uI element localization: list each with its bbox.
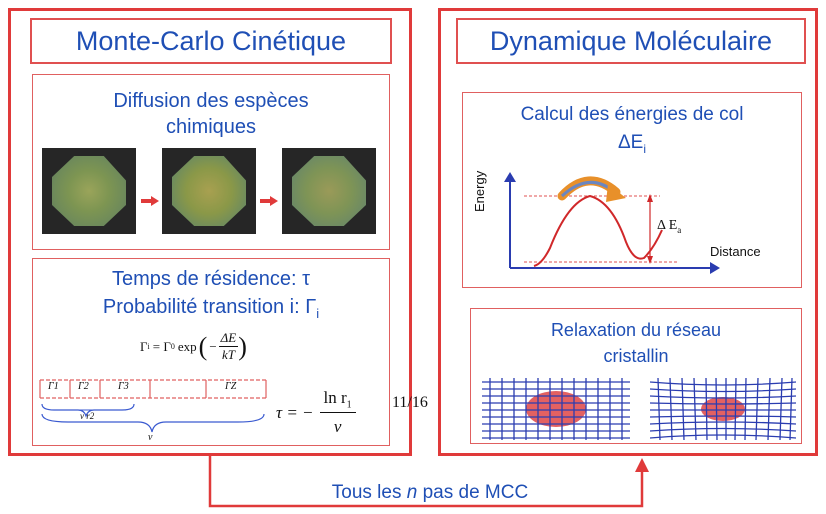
residence-box	[32, 258, 390, 446]
bar-cell-1: Γ1	[48, 381, 59, 392]
page-number: 11/16	[392, 394, 428, 411]
residence-time-label: Temps de résidence: τ	[112, 268, 310, 290]
diffusion-label: Diffusion des espèces chimiques	[113, 90, 309, 138]
tau-formula: τ = − ln r1 ν	[276, 388, 356, 437]
lattice-after	[650, 378, 796, 440]
bar-cell-3: Γ3	[118, 381, 129, 392]
energy-diagram	[504, 172, 720, 274]
loop-label: Tous les n pas de MCC	[331, 482, 529, 503]
barrier-label: Δ Ea	[657, 218, 682, 235]
simulation-snapshot-1	[42, 148, 136, 234]
calc-label-line1: Calcul des énergies de col	[520, 104, 744, 125]
brace-big-label: ν	[148, 432, 153, 443]
kmc-title: Monte-Carlo Cinétique	[30, 18, 392, 64]
calc-label-line2: ΔEi	[617, 132, 647, 156]
md-title: Dynamique Moléculaire	[456, 18, 806, 64]
probability-bar	[39, 379, 267, 433]
simulation-snapshot-3	[282, 148, 376, 234]
lattice-before	[482, 378, 630, 440]
bar-cell-2: Γ2	[78, 381, 89, 392]
axis-x-label: Distance	[710, 244, 761, 259]
transition-prob-label: Probabilité transition i: Γi	[102, 296, 320, 321]
right-arrow-icon	[260, 196, 278, 206]
right-arrow-icon	[141, 196, 159, 206]
relaxation-box	[470, 308, 802, 444]
energy-box	[462, 92, 802, 288]
relaxation-line2: cristallin	[603, 346, 669, 366]
bar-cell-last: ΓZ	[225, 381, 237, 392]
relaxation-line1: Relaxation du réseau	[550, 320, 722, 340]
simulation-snapshot-2	[162, 148, 256, 234]
brace-small-label: ν r2	[80, 411, 95, 421]
